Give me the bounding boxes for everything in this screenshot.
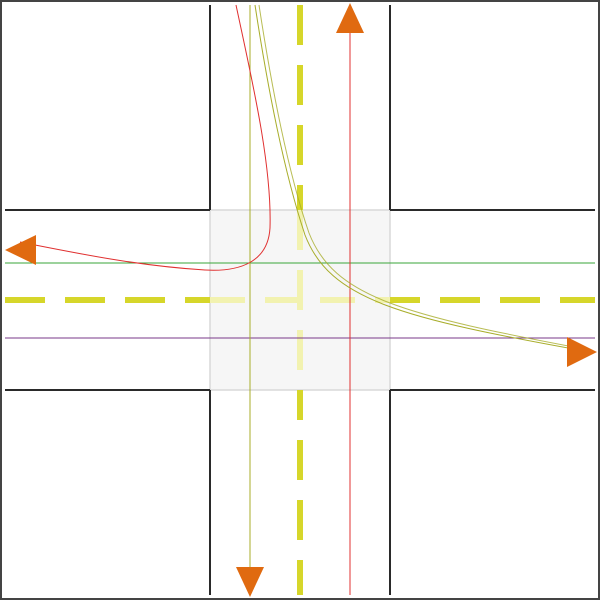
path-curve-olive-north-to-east-inner (258, 4, 591, 351)
arrow-down (236, 567, 264, 597)
arrow-left (5, 235, 36, 265)
path-curve-red-north-to-west (19, 4, 271, 271)
path-curve-olive-north-to-east (254, 4, 591, 353)
arrow-up (336, 3, 364, 33)
arrow-right (567, 337, 597, 367)
